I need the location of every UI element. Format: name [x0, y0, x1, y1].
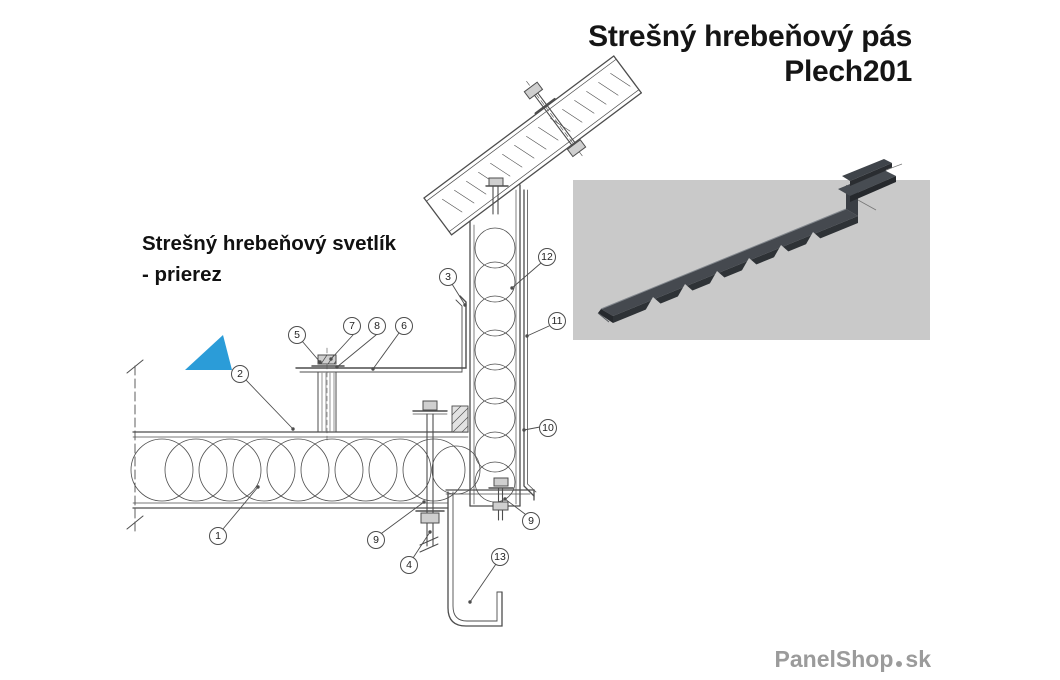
- logo-name: PanelShop: [774, 646, 894, 672]
- title-line-2: Plech201: [784, 54, 912, 88]
- spacer-block-bolt: [311, 347, 345, 441]
- callout-10: 10: [539, 419, 557, 437]
- marker-triangle-icon: [185, 335, 232, 370]
- horizontal-panel-insulation: [130, 438, 481, 502]
- callout-9-right: 9: [522, 512, 540, 530]
- vertical-sandwich-panel: [469, 184, 521, 507]
- logo-dot-icon: [896, 661, 903, 667]
- callout-13: 13: [491, 548, 509, 566]
- caption-line-2: - prierez: [142, 262, 222, 286]
- anchor-bolt-right: [488, 477, 514, 521]
- leader-lines: [222, 262, 550, 604]
- anchor-bolt-mid: [412, 400, 448, 553]
- callout-5: 5: [288, 326, 306, 344]
- callout-2: 2: [231, 365, 249, 383]
- seal-block: [451, 405, 469, 433]
- junction-bolt: [485, 177, 509, 215]
- section-caption: Strešný hrebeňový svetlík - prierez: [142, 229, 396, 291]
- callout-8: 8: [368, 317, 386, 335]
- horizontal-sandwich-panel: [132, 431, 469, 509]
- top-flashing: [295, 295, 467, 373]
- caption-line-1: Strešný hrebeňový svetlík: [142, 232, 397, 255]
- cut-line: [126, 359, 144, 535]
- callout-12: 12: [538, 248, 556, 266]
- callout-6: 6: [395, 317, 413, 335]
- title-line-1: Strešný hrebeňový pás: [588, 20, 912, 53]
- callout-1: 1: [209, 527, 227, 545]
- panelshop-logo: PanelShop sk: [775, 646, 931, 673]
- logo-tld: sk: [905, 646, 931, 672]
- right-flashing: [523, 189, 537, 497]
- callout-7: 7: [343, 317, 361, 335]
- callout-3: 3: [439, 268, 457, 286]
- ridge-bolt: [523, 81, 587, 158]
- callout-4: 4: [400, 556, 418, 574]
- sloped-roof-panel: [423, 55, 642, 236]
- callout-9-left: 9: [367, 531, 385, 549]
- vertical-panel-insulation: [474, 227, 516, 503]
- bottom-flashing: [445, 489, 535, 501]
- inset-3d-render: [573, 159, 930, 340]
- callout-11: 11: [548, 312, 566, 330]
- j-profile: [447, 491, 503, 627]
- page-title: Strešný hrebeňový pás Plech201: [588, 20, 912, 89]
